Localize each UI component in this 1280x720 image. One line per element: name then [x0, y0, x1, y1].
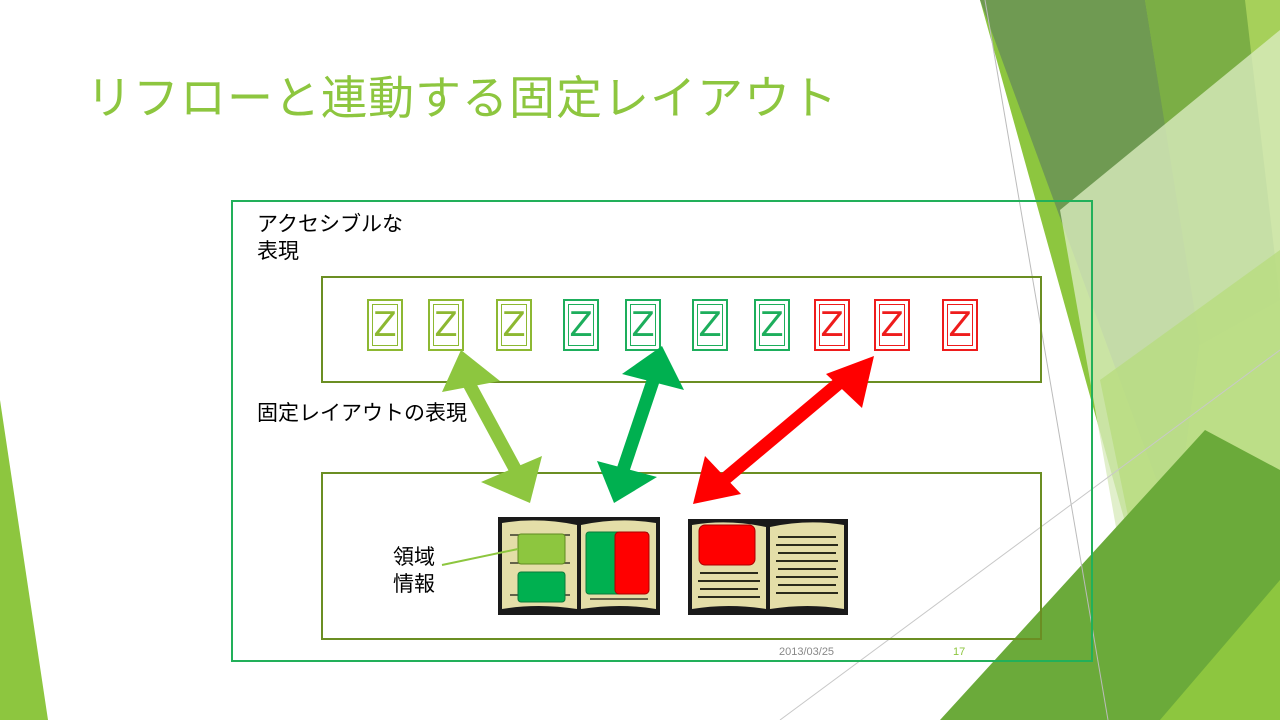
accessible-label: アクセシブルな 表現	[257, 211, 403, 265]
fixed-layout-box	[321, 472, 1042, 640]
character-glyph-box: Z	[754, 299, 790, 351]
character-glyph: Z	[373, 305, 397, 345]
region-info-label: 領域 情報	[393, 544, 435, 598]
accessible-label-line2: 表現	[257, 239, 299, 263]
slide-title: リフローと連動する固定レイアウト	[86, 71, 838, 125]
character-glyph: Z	[760, 305, 784, 345]
character-glyph-box: Z	[814, 299, 850, 351]
character-glyph-box: Z	[692, 299, 728, 351]
slide-date: 2013/03/25	[779, 646, 835, 658]
open-book-icon	[688, 519, 848, 615]
character-glyph-box: Z	[367, 299, 403, 351]
character-glyph: Z	[569, 305, 593, 345]
character-glyph-box: Z	[942, 299, 978, 351]
character-glyph-box: Z	[428, 299, 464, 351]
character-glyph: Z	[880, 305, 904, 345]
region-info-line1: 領域	[393, 545, 435, 569]
region-info-line2: 情報	[393, 572, 435, 596]
character-glyph-box: Z	[496, 299, 532, 351]
character-glyph: Z	[698, 305, 722, 345]
character-glyph: Z	[948, 305, 972, 345]
character-glyph: Z	[434, 305, 458, 345]
accessible-label-line1: アクセシブルな	[257, 212, 403, 236]
region-pointer-line	[441, 548, 519, 566]
diagram-frame	[231, 200, 1093, 662]
character-glyph: Z	[502, 305, 526, 345]
character-glyph-box: Z	[874, 299, 910, 351]
fixed-layout-label: 固定レイアウトの表現	[257, 401, 467, 425]
character-glyph: Z	[631, 305, 655, 345]
character-glyph: Z	[820, 305, 844, 345]
character-glyph-box: Z	[563, 299, 599, 351]
open-book-icon	[498, 517, 660, 615]
slide-number: 17	[953, 646, 966, 658]
character-glyph-box: Z	[625, 299, 661, 351]
